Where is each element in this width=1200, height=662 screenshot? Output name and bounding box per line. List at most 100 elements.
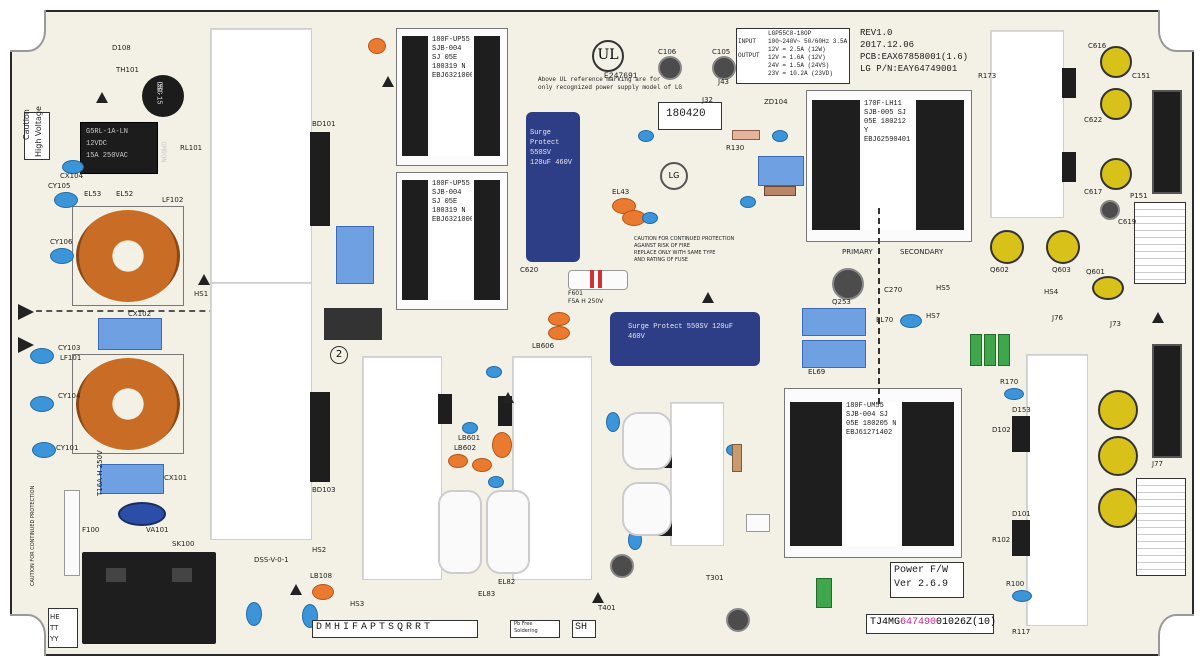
sh-label: SH [575,622,588,633]
blue-capacitor-c104 [772,130,788,142]
barcode-prefix: TJ4MG [870,617,901,628]
silk-label: J32 [702,96,713,104]
silk-label: BD101 [312,120,336,128]
green-resistor-2 [984,334,996,366]
ul-cert-text: DSS-V-0-1 [254,556,289,564]
silk-label: D102 [992,426,1011,434]
silk-label: EL53 [84,190,102,198]
bulk-capacitor-vertical [526,112,580,262]
spec-row-3: 24V = 1.5A (24VS) [768,62,830,69]
transformer-t401-label: 180F-UM55 SJB-004 SJ 05E 180205 N EBJ612… [846,402,898,546]
caution-label: Caution [22,109,31,140]
silk-label: F100 [82,526,100,534]
filter-capacitor-c157 [802,340,866,368]
silk-label: Q253 [832,298,851,306]
transformer-t101-core [402,36,428,156]
lg-logo: LG [660,162,688,190]
electrolytic-c221 [1100,200,1120,220]
silk-label: R100 [1006,580,1025,588]
silk-label: HS7 [926,312,941,320]
silk-label: VA101 [146,526,169,534]
electrolytic-c159 [726,608,750,632]
pinout-table-p201 [1134,202,1186,284]
y-capacitor-cy105 [54,192,78,208]
green-resistor-3 [998,334,1010,366]
spec-input-value: 100~240V~ 50/60Hz 3.5A [768,38,848,45]
barcode-highlight: 647490 [900,617,937,628]
transformer-t301-label: 170F-LH11 SJB-005 SJ 05E 180212 Y EBJ625… [864,100,912,230]
toroid-frame-upper [72,206,184,306]
silk-label: R102 [992,536,1011,544]
green-jumper-d153 [816,578,832,608]
toroid-inductor-upper [76,210,180,302]
silk-label: EL82 [498,578,516,586]
ul-note-line2: only recognized power supply model of LG [538,84,683,91]
common-mode-choke-lower [622,482,672,536]
transformer-t401-core-right [902,402,954,546]
silk-label: Q602 [990,266,1009,274]
flux-label-1: Pb Free [514,621,533,627]
silk-label: C622 [1084,116,1103,124]
orange-capacitor-lb605 [548,312,570,326]
silk-label: LB108 [310,572,333,580]
mounting-hole-bottom-left [10,614,46,656]
silk-label: HS2 [312,546,327,554]
gold-capacitor-c207 [1046,230,1080,264]
silk-label: J73 [1110,320,1121,328]
gold-capacitor-c202 [1100,88,1132,120]
fuse-caution-text: CAUTION FOR CONTINUED PROTECTION [634,236,735,242]
bulk-capacitor-horizontal-label: Surge Protect 550SV 120uF 460V [628,323,734,341]
transformer-t101-core-right [474,36,500,156]
output-spec-table [736,28,850,84]
silk-label: CY106 [50,238,73,246]
y-capacitor-cy101 [32,442,56,458]
silk-label: HS1 [194,290,209,298]
spec-row-1: 12V = 2.5A (12W) [768,46,826,53]
date-stamp-box [658,102,722,130]
heatsink-bridge-upper [210,28,312,288]
y-capacitor-cy106 [50,248,74,264]
silk-label: HS4 [1044,288,1059,296]
silk-label: R173 [978,72,997,80]
orange-capacitor-d108 [368,38,386,54]
silk-label: CX101 [164,474,188,482]
relay-rating: 15A 250VAC [86,152,129,160]
spec-input-label: INPUT [738,38,757,45]
electrolytic-c106 [658,56,682,80]
silk-label: EL43 [612,188,630,196]
fuse-caution-text-3: REPLACE ONLY WITH SAME TYPE [634,250,716,256]
pinout-table-p251 [1136,478,1186,576]
silk-label: CY103 [58,344,81,352]
silk-label: C270 [884,286,903,294]
filter-capacitor-cx103 [336,226,374,284]
silk-label: HS3 [350,600,365,608]
ul-logo: UL [592,40,624,72]
fuse-caution-1: CAUTION FOR CONTINUED PROTECTION [30,485,36,586]
silk-label: P151 [1130,192,1148,200]
silk-label: LB602 [454,444,477,452]
common-mode-choke-upper [622,412,672,470]
rectifier-q253 [1012,416,1030,452]
isolation-line [878,208,880,404]
hetty-grid-text: HE TT YY [50,613,60,643]
firmware-line1: Power F/W [894,565,949,576]
y-capacitor-cx104 [62,160,84,174]
silk-label: R170 [1000,378,1019,386]
blue-capacitor-c617 [606,412,620,432]
blue-capacitor-c101 [642,212,658,224]
silk-label: J77 [1152,460,1163,468]
orange-capacitor-lb606 [548,326,570,340]
silk-label: D108 [112,44,131,52]
blue-capacitor-c110 [900,314,922,328]
blue-capacitor-c622 [486,366,502,378]
date-stamp: 180420 [666,108,706,120]
rectifier-secondary-b [1062,152,1076,182]
silk-label: EL70 [876,316,894,324]
resistor-r130 [732,130,760,140]
filter-capacitor-cx102 [98,318,162,350]
output-connector-p201 [1152,90,1182,194]
gold-capacitor-c205 [990,230,1024,264]
silk-label: R130 [726,144,745,152]
silk-label: CY104 [58,392,81,400]
model-code: LGP55C8-18OP [768,30,812,37]
